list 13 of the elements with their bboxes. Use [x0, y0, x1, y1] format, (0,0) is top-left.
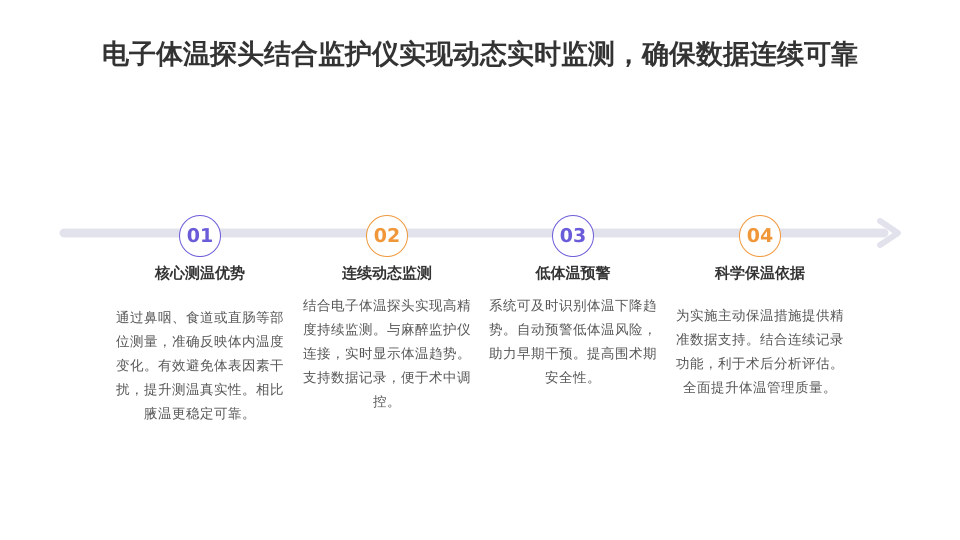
- step-description: 系统可及时识别体温下降趋势。自动预警低体温风险，助力早期干预。提高围术期安全性。: [488, 297, 658, 388]
- step-heading: 科学保温依据: [714, 264, 806, 283]
- title: 电子体温探头结合监护仪实现动态实时监测，确保数据连续可靠: [101, 38, 859, 72]
- step-heading: 核心测温优势: [154, 264, 246, 283]
- number-circle: 03: [552, 215, 594, 257]
- step-description: 结合电子体温探头实现高精度持续监测。与麻醉监护仪连接，实时显示体温趋势。支持数据记录，便于术中调控。: [302, 297, 472, 412]
- step-heading: 低体温预警: [534, 264, 612, 283]
- number-circle: 02: [366, 215, 408, 257]
- number-circle: 04: [739, 215, 781, 257]
- step-description: 通过鼻咽、食道或直肠等部位测量，准确反映体内温度变化。有效避免体表因素干扰，提升测温真实性。相比腋温更稳定可靠。: [115, 309, 285, 424]
- step-description: 为实施主动保温措施提供精准数据支持。结合连续记录功能，利于术后分析评估。全面提升体温管理质量。: [675, 307, 845, 398]
- number-circle: 01: [179, 215, 221, 257]
- step-heading: 连续动态监测: [341, 264, 433, 283]
